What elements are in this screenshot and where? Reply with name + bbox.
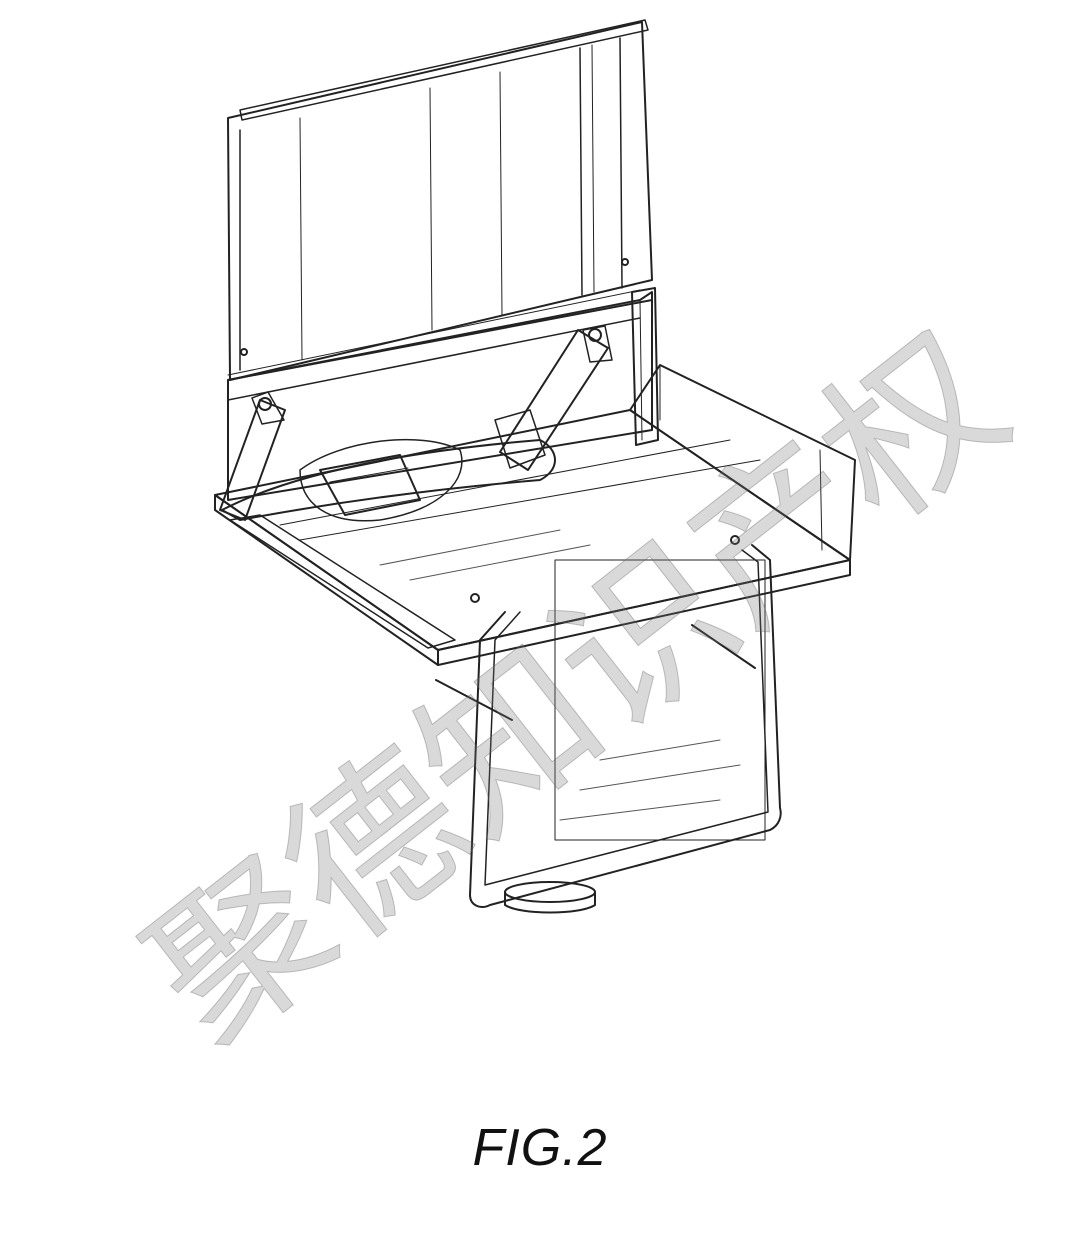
- hinge-rail: [227, 287, 659, 501]
- figure-caption: FIG.2: [472, 1119, 608, 1177]
- harness-strap-left: [219, 391, 286, 521]
- seat-frame: [214, 364, 856, 666]
- harness-strap-right: [494, 325, 613, 471]
- base-post: [504, 881, 596, 914]
- support-rod-frame: [435, 544, 782, 908]
- seat-back-panel: [227, 19, 653, 381]
- shading-lines: [379, 529, 741, 821]
